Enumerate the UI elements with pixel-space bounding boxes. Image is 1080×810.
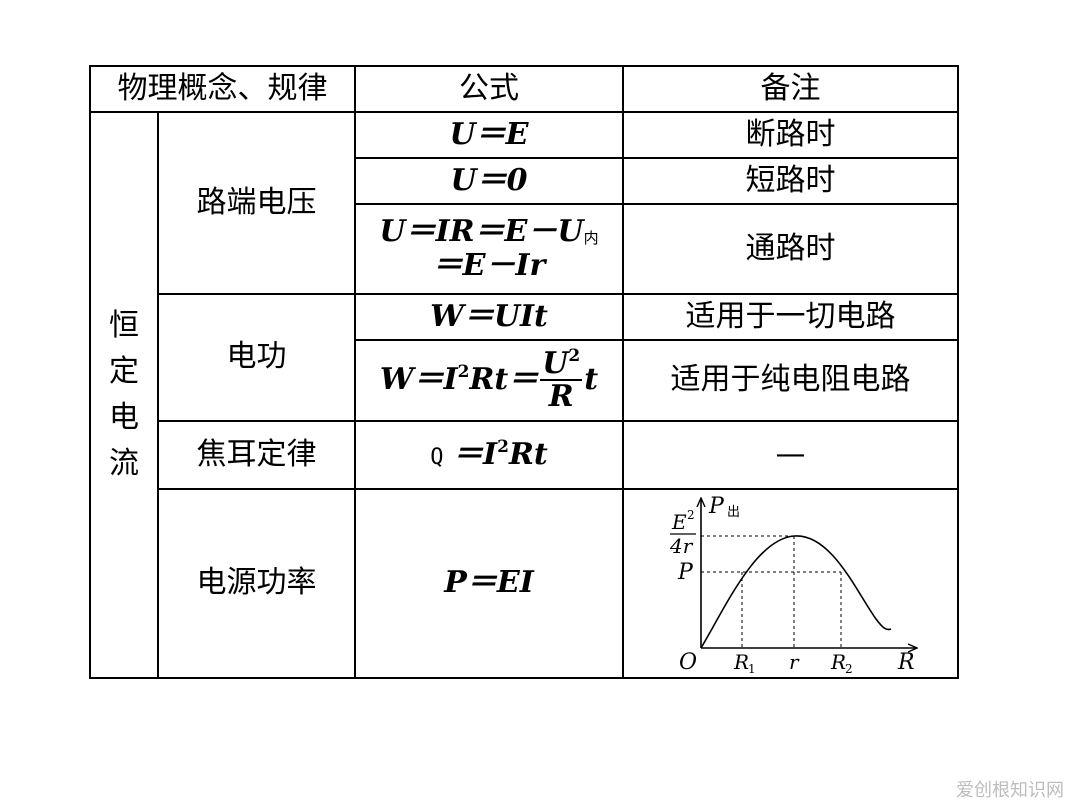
origin-label: O	[679, 650, 697, 675]
formula-work-general: W＝UIt	[354, 293, 624, 341]
table-row: U＝IR＝E－U内 ＝E－Ir 通路时	[90, 203, 959, 295]
max-label-denominator: 4r	[669, 534, 694, 558]
note-work-resistive: 适用于纯电阻电路	[622, 339, 959, 422]
header-note: 备注	[622, 65, 959, 113]
joule-law-label: 焦耳定律	[157, 420, 356, 490]
max-label-numerator: E	[671, 510, 687, 534]
note-joule: —	[622, 420, 959, 490]
source-power-label: 电源功率	[157, 488, 356, 679]
formula-joule: Q ＝I2Rt	[354, 420, 624, 490]
formula-short-circuit: U＝0	[354, 157, 624, 205]
note-short-circuit: 短路时	[622, 157, 959, 205]
formula-closed-circuit: U＝IR＝E－U内 ＝E－Ir	[354, 203, 624, 295]
max-label-exp: 2	[687, 508, 695, 522]
electric-work-label: 电功	[157, 293, 356, 422]
x-axis-label: R	[897, 650, 915, 675]
header-row: 物理概念、规律 公式 备注	[89, 65, 959, 113]
formula-open-circuit: U＝E	[354, 111, 624, 159]
table-row: 焦耳定律 Q ＝I2Rt —	[90, 420, 959, 490]
group-label: 恒定电流	[109, 308, 139, 481]
formula-source-power: P＝EI	[354, 488, 624, 679]
table-row: 电功 W＝UIt 适用于一切电路	[90, 293, 959, 422]
table-row: 电源功率 P＝EI P 出 E 2	[90, 488, 959, 679]
note-open-circuit: 断路时	[622, 111, 959, 159]
tick-r1-label: R	[733, 650, 749, 674]
physics-summary-table: 物理概念、规律 公式 备注 恒定电流 路端电压 U＝E 断路时 U＝0 短路时 …	[89, 65, 959, 679]
tick-r2-label: R	[830, 650, 846, 674]
table-row: U＝0 短路时	[90, 157, 959, 205]
watermark: 爱创根知识网	[956, 780, 1064, 801]
tick-r-label: r	[789, 650, 800, 674]
terminal-voltage-label: 路端电压	[157, 111, 356, 295]
tick-r2-sub: 2	[845, 662, 853, 676]
y-axis-label: P	[708, 494, 725, 519]
tick-r1-sub: 1	[748, 662, 756, 676]
output-power-graph: P 出 E 2 4r P O R 1 r R 2 R	[669, 494, 956, 676]
power-curve	[699, 535, 891, 649]
note-closed-circuit: 通路时	[622, 203, 959, 295]
header-concept: 物理概念、规律	[89, 65, 356, 113]
y-axis-sub: 出	[727, 505, 740, 520]
p-level-label: P	[677, 560, 694, 585]
header-formula: 公式	[354, 65, 624, 113]
note-work-general: 适用于一切电路	[622, 293, 959, 341]
table-row: 恒定电流 路端电压 U＝E 断路时	[89, 111, 959, 679]
group-label-cell: 恒定电流	[89, 111, 159, 679]
output-power-graph-cell: P 出 E 2 4r P O R 1 r R 2 R	[622, 488, 959, 679]
